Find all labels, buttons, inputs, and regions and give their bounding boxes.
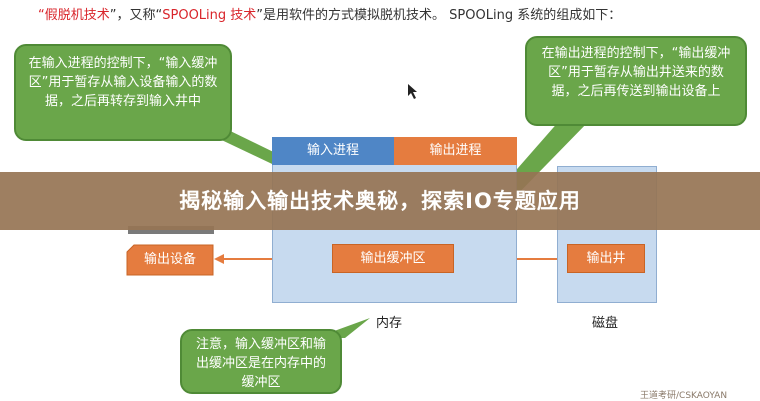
watermark: 王道考研/CSKAOYAN: [640, 391, 728, 401]
input-device-box: [128, 226, 214, 234]
buffer-note-callout: 注意，输入缓冲区和输出缓冲区是在内存中的缓冲区: [180, 329, 342, 394]
title-banner: 揭秘输入输出技术奥秘，探索IO专题应用: [0, 172, 760, 230]
intro-quote-open: “: [38, 8, 45, 23]
output-buffer-callout: 在输出进程的控制下，“输出缓冲区”用于暂存从输出井送来的数据，之后再传送到输出设…: [525, 36, 747, 126]
intro-term-spooling-cn: 假脱机技术: [44, 8, 110, 23]
input-process: 输入进程: [272, 137, 394, 165]
cursor-icon: [408, 84, 417, 99]
output-device-label: 输出设备: [143, 252, 196, 267]
intro-connector: ”，又称“: [109, 8, 163, 23]
input-buffer-callout: 在输入进程的控制下，“输入缓冲区”用于暂存从输入设备输入的数据，之后再转存到输入…: [14, 44, 232, 141]
output-device: 输出设备: [126, 244, 214, 276]
output-device-shape: [126, 244, 214, 276]
output-well: 输出井: [567, 244, 645, 273]
arrow-head-device: [214, 254, 224, 264]
output-process: 输出进程: [394, 137, 517, 165]
intro-tail: ”是用软件的方式模拟脱机技术。 SPOOLing 系统的组成如下：: [256, 8, 622, 23]
intro-term-spooling: SPOOLing 技术: [162, 8, 257, 23]
disk-label: 磁盘: [592, 316, 619, 331]
intro-text: “假脱机技术”，又称“SPOOLing 技术”是用软件的方式模拟脱机技术。 SP…: [38, 4, 621, 23]
output-buffer: 输出缓冲区: [332, 244, 454, 273]
memory-label: 内存: [376, 316, 403, 331]
